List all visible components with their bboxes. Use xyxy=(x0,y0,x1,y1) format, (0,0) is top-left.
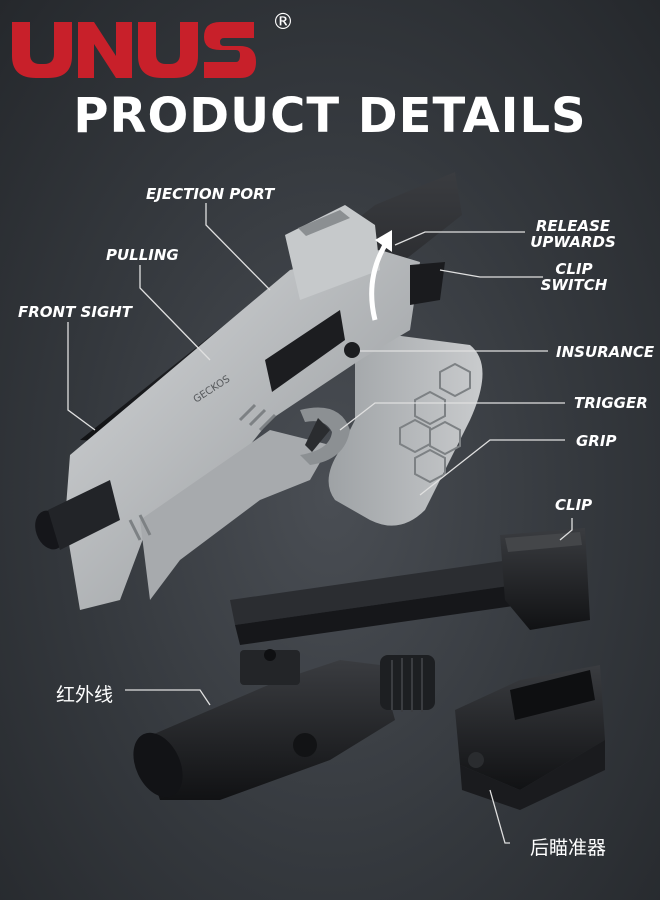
leader-lines xyxy=(67,203,573,844)
registered-mark: ® xyxy=(272,10,294,35)
brand-logo xyxy=(12,22,256,78)
label-infrared: 红外线 xyxy=(56,684,114,706)
label-front-sight: FRONT SIGHT xyxy=(18,303,133,321)
label-ejection-port: EJECTION PORT xyxy=(146,185,275,203)
label-insurance: INSURANCE xyxy=(556,343,655,361)
page-title: PRODUCT DETAILS xyxy=(73,88,587,144)
label-release-line2: UPWARDS xyxy=(530,233,616,251)
pistol: GECKOS xyxy=(35,172,483,610)
label-clip-switch-line1: CLIP xyxy=(555,260,593,278)
label-clip-switch-line2: SWITCH xyxy=(540,276,608,294)
red-dot-sight xyxy=(455,665,605,810)
label-clip-switch: CLIP SWITCH xyxy=(540,261,608,293)
label-pulling: PULLING xyxy=(106,246,179,264)
label-release-line1: RELEASE xyxy=(535,217,611,235)
label-grip: GRIP xyxy=(576,432,617,450)
label-rear-sight: 后瞄准器 xyxy=(530,837,607,859)
label-trigger: TRIGGER xyxy=(574,394,648,412)
magazine-clip xyxy=(230,528,590,645)
label-release-upwards: RELEASE UPWARDS xyxy=(528,218,618,250)
label-clip: CLIP xyxy=(555,496,593,514)
laser-sight xyxy=(133,649,435,800)
grip-hex-pattern xyxy=(399,362,471,484)
